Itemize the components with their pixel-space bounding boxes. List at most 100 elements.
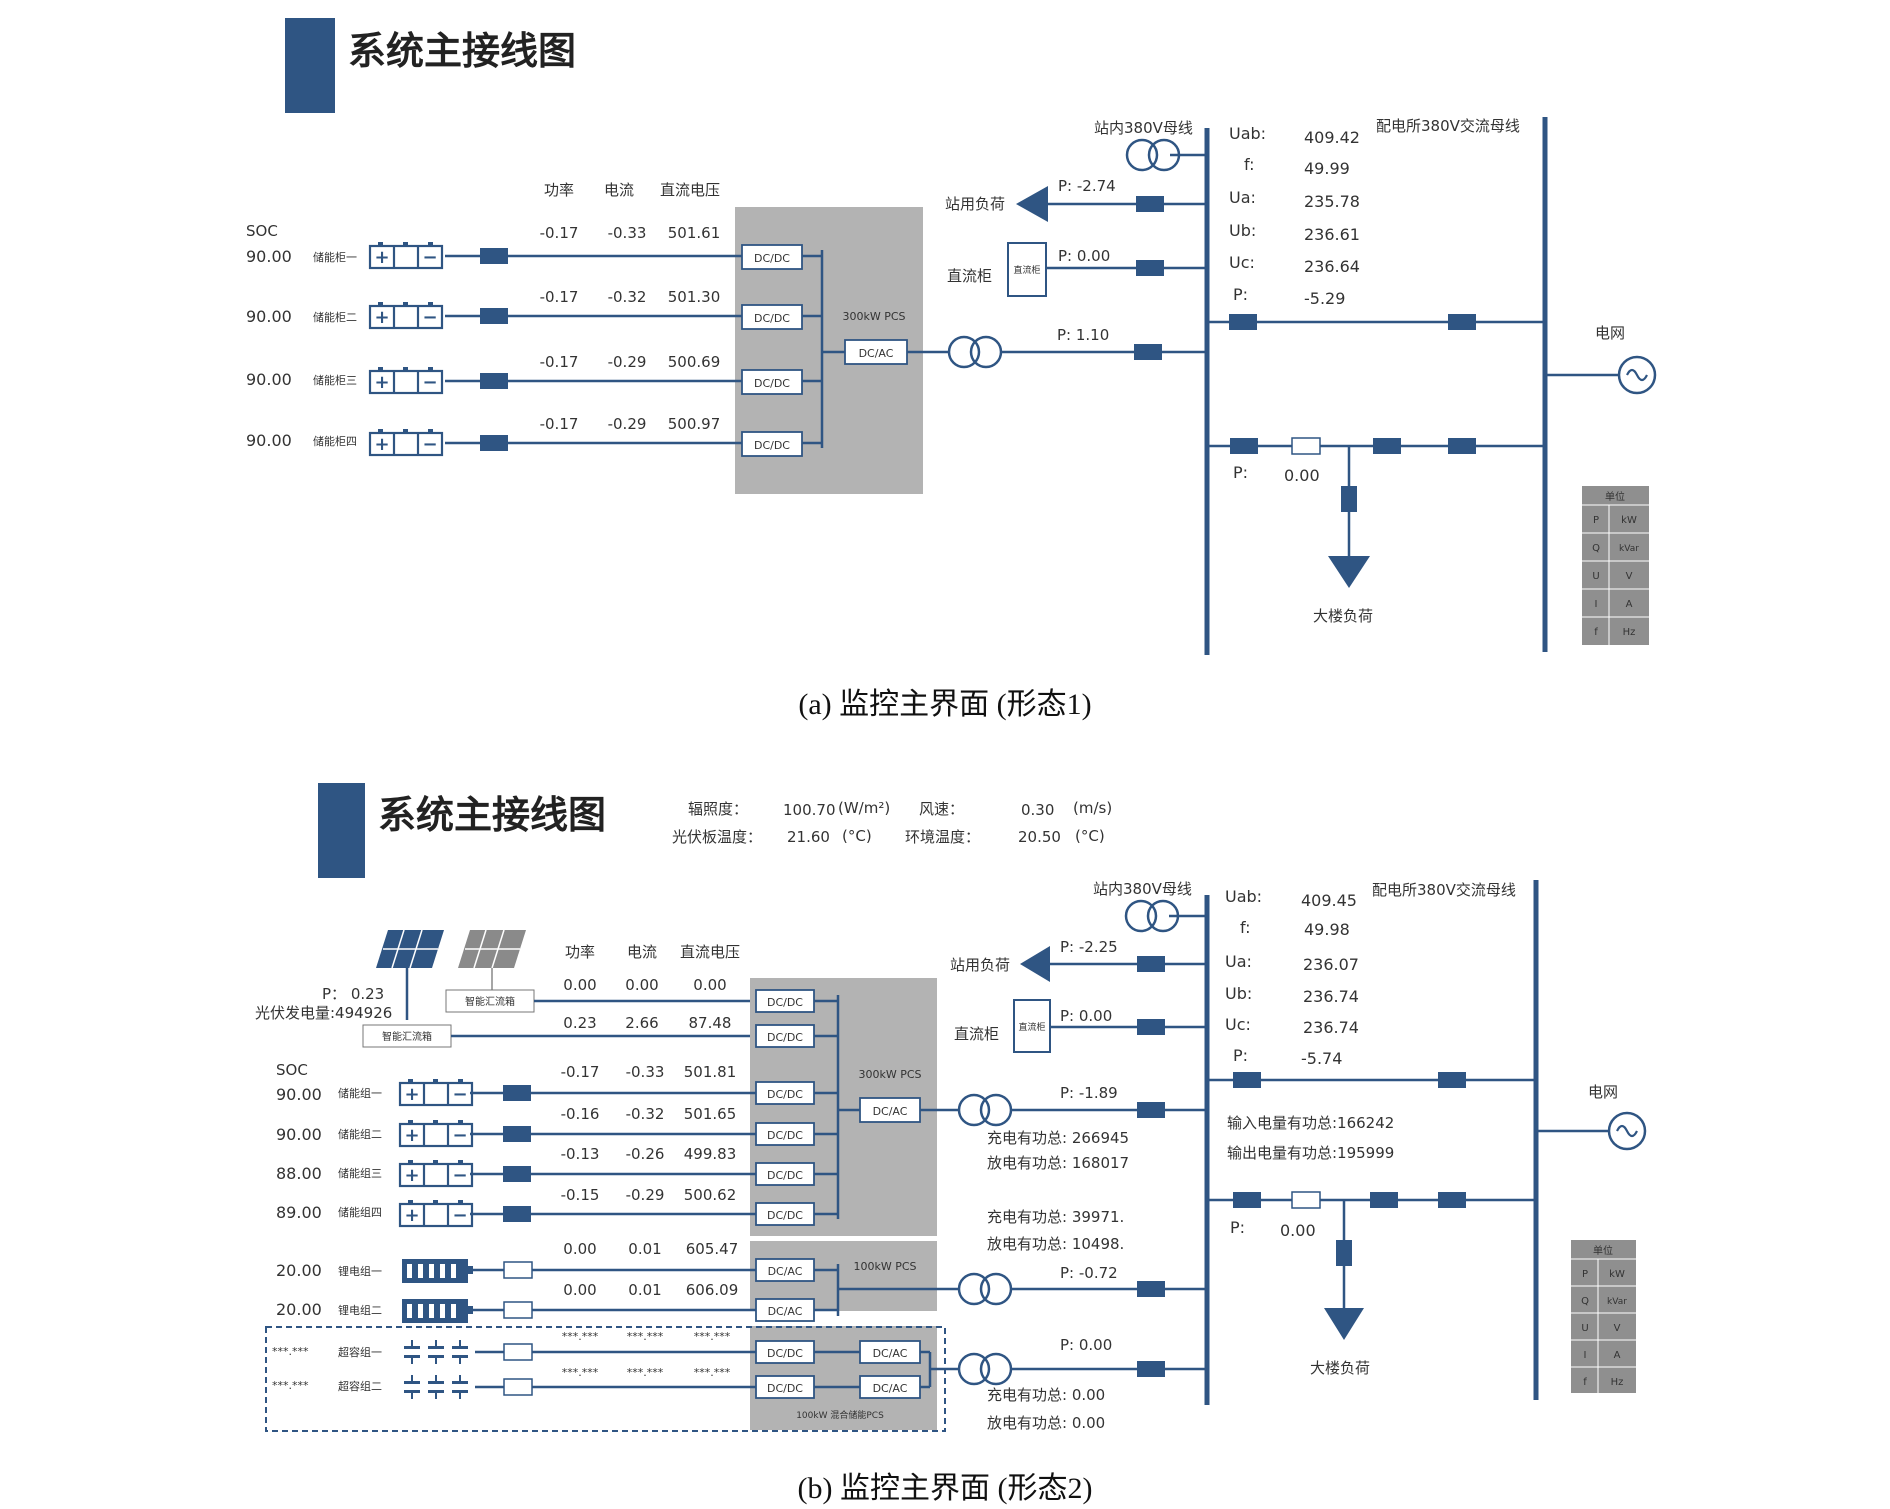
breaker-icon[interactable]	[480, 248, 508, 264]
battery-row-b-4[interactable]: 89.00 储能组四 -0.15 -0.29 500.62	[276, 1186, 756, 1228]
current-value: -0.33	[608, 224, 647, 242]
building-load-breaker-icon[interactable]	[1336, 1240, 1352, 1266]
dc-cabinet-box[interactable]	[1007, 242, 1047, 297]
building-load-arrow-icon	[1328, 556, 1370, 588]
grid-icon	[1607, 1111, 1647, 1151]
distribution-bus-label: 配电所380V交流母线	[1376, 117, 1520, 135]
building-breaker-2-icon[interactable]	[1373, 438, 1401, 454]
pcs100-transformer-icon	[957, 1272, 1013, 1306]
col-current-label: 电流	[627, 943, 657, 961]
pv-row-2: 0.23 2.66 87.48	[563, 1014, 731, 1032]
svg-text:I: I	[1584, 1350, 1587, 1361]
svg-text:单位: 单位	[1593, 1244, 1613, 1257]
svg-text:236.74: 236.74	[1303, 1018, 1359, 1037]
svg-text:f: f	[1594, 627, 1598, 638]
battery-row-a-2[interactable]: 90.00 储能柜二 -0.17 -0.32 501.30	[246, 288, 742, 330]
panel-a-title: 系统主接线图	[348, 29, 576, 73]
svg-text:Hz: Hz	[1611, 1377, 1624, 1388]
pcs-breaker-icon[interactable]	[1134, 344, 1162, 360]
svg-text:Hz: Hz	[1623, 627, 1636, 638]
svg-text:20.00: 20.00	[276, 1300, 322, 1319]
svg-text:DC/DC: DC/DC	[767, 1129, 803, 1142]
lithium-battery-icon	[402, 1259, 473, 1283]
building-p-value: 0.00	[1284, 466, 1320, 485]
svg-text:0.01: 0.01	[628, 1240, 661, 1258]
col-power-label: 功率	[544, 181, 574, 199]
dc-cabinet-breaker-icon[interactable]	[1136, 260, 1164, 276]
tie-breaker-1-icon[interactable]	[1229, 314, 1257, 330]
supercap-icon	[404, 1340, 468, 1364]
pv-row-1: 0.00 0.00 0.00	[563, 976, 726, 994]
svg-text:0.01: 0.01	[628, 1281, 661, 1299]
building-switch-icon[interactable]	[1291, 437, 1321, 455]
lithium-row-2[interactable]: 20.00 锂电组二 0.00 0.01 606.09	[276, 1281, 756, 1323]
dc-cabinet-power: P: 0.00	[1060, 1007, 1112, 1025]
svg-text:-0.16: -0.16	[561, 1105, 600, 1123]
supercap-row-2[interactable]: ***.*** 超容组二 ***.*** ***.*** ***.***	[272, 1366, 756, 1399]
hybrid-breaker-icon[interactable]	[1137, 1361, 1165, 1377]
tie-breaker-2-icon[interactable]	[1438, 1072, 1466, 1088]
battery-icon	[368, 365, 444, 395]
svg-text:DC/AC: DC/AC	[873, 1347, 908, 1360]
building-breaker-1-icon[interactable]	[1230, 438, 1258, 454]
svg-text:499.83: 499.83	[684, 1145, 737, 1163]
station-load-label: 站用负荷	[950, 956, 1010, 974]
current-value: -0.29	[608, 415, 647, 433]
lithium-row-1[interactable]: 20.00 锂电组一 0.00 0.01 605.47	[276, 1240, 756, 1283]
dc-cabinet-box[interactable]	[1013, 999, 1051, 1053]
building-breaker-3-icon[interactable]	[1448, 438, 1476, 454]
power-value: -0.17	[540, 288, 579, 306]
battery-row-b-1[interactable]: 90.00 储能组一 -0.17 -0.33 501.81	[276, 1063, 756, 1107]
svg-text:储能组一: 储能组一	[338, 1086, 382, 1100]
battery-row-a-1[interactable]: 90.00 储能柜一 -0.17 -0.33 501.61	[246, 224, 742, 270]
tie-breaker-1-icon[interactable]	[1233, 1072, 1261, 1088]
svg-text:501.65: 501.65	[684, 1105, 737, 1123]
building-breaker-2-icon[interactable]	[1370, 1192, 1398, 1208]
current-value: -0.32	[608, 288, 647, 306]
building-breaker-3-icon[interactable]	[1438, 1192, 1466, 1208]
building-switch-icon[interactable]	[1291, 1191, 1321, 1209]
building-breaker-1-icon[interactable]	[1233, 1192, 1261, 1208]
pcs-power: P: 1.10	[1057, 326, 1109, 344]
grid-label: 电网	[1595, 324, 1625, 342]
svg-text:21.60: 21.60	[787, 828, 830, 846]
station-load-breaker-icon[interactable]	[1137, 956, 1165, 972]
svg-text:20.50: 20.50	[1018, 828, 1061, 846]
breaker-icon[interactable]	[480, 435, 508, 451]
tie-breaker-2-icon[interactable]	[1448, 314, 1476, 330]
pv-array[interactable]	[376, 929, 526, 1020]
svg-text:智能汇流箱: 智能汇流箱	[465, 995, 515, 1008]
svg-text:DC/AC: DC/AC	[859, 347, 894, 360]
title-bar-mark	[285, 18, 335, 113]
svg-text:DC/DC: DC/DC	[754, 312, 790, 325]
pcs100-breaker-icon[interactable]	[1137, 1281, 1165, 1297]
svg-text:-0.26: -0.26	[626, 1145, 665, 1163]
pcs100-label: 100kW PCS	[853, 1260, 916, 1273]
svg-text:P: P	[1582, 1269, 1588, 1280]
converters-b: DC/DC DC/DC DC/DC DC/DC DC/DC DC/DC DC/A…	[755, 989, 960, 1399]
transformer-icon	[947, 335, 1003, 369]
svg-text:0.00: 0.00	[693, 976, 726, 994]
battery-row-a-4[interactable]: 90.00 储能柜四 -0.17 -0.29 500.97	[246, 415, 742, 457]
dc-cabinet-breaker-icon[interactable]	[1137, 1019, 1165, 1035]
svg-text:A: A	[1626, 599, 1633, 610]
svg-text:P:: P:	[1233, 285, 1248, 304]
svg-text:501.81: 501.81	[684, 1063, 737, 1081]
svg-text:储能组三: 储能组三	[338, 1166, 382, 1180]
battery-row-b-2[interactable]: 90.00 储能组二 -0.16 -0.32 501.65	[276, 1105, 756, 1148]
panel-a: 系统主接线图 功率 电流 直流电压 SOC 300kW PCS 90.00 储能…	[246, 18, 1657, 721]
pcs300-breaker-icon[interactable]	[1137, 1102, 1165, 1118]
battery-row-a-3[interactable]: 90.00 储能柜三 -0.17 -0.29 500.69	[246, 353, 742, 395]
station-load-breaker-icon[interactable]	[1136, 196, 1164, 212]
supercap-row-1[interactable]: ***.*** 超容组一 ***.*** ***.*** ***.***	[272, 1330, 756, 1364]
hybrid-discharge-total: 放电有功总: 0.00	[987, 1414, 1105, 1432]
svg-text:***.***: ***.***	[627, 1330, 664, 1343]
battery-row-b-3[interactable]: 88.00 储能组三 -0.13 -0.26 499.83	[276, 1145, 756, 1188]
svg-text:88.00: 88.00	[276, 1164, 322, 1183]
soc-label: SOC	[276, 1061, 308, 1079]
breaker-icon[interactable]	[480, 308, 508, 324]
building-load-breaker-icon[interactable]	[1341, 486, 1357, 512]
breaker-icon[interactable]	[480, 373, 508, 389]
